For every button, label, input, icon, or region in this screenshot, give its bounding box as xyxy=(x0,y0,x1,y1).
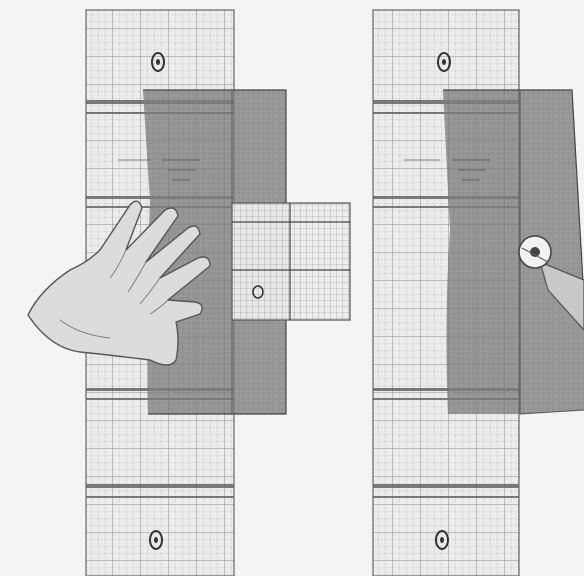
left-panel xyxy=(28,10,350,576)
right-panel xyxy=(373,10,584,576)
small-square-ruler xyxy=(232,203,350,320)
